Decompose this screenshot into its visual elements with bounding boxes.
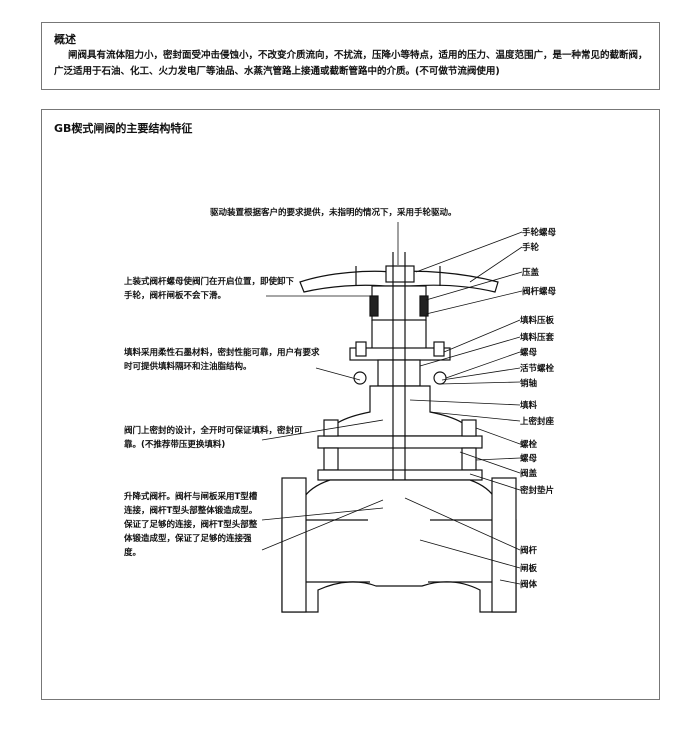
- part-label: 手轮螺母: [522, 228, 557, 238]
- part-label: 填料压套: [520, 333, 555, 343]
- part-label: 上密封座: [520, 417, 555, 427]
- note-stem: 升降式阀杆。阀杆与闸板采用T型槽连接，阀杆T型头部整体锻造成型。保证了足够的连接…: [124, 492, 258, 558]
- structure-box: GB楔式闸阀的主要结构特征: [41, 109, 660, 700]
- yoke: [359, 320, 441, 353]
- note-packing: 填料采用柔性石墨材料，密封性能可靠，用户有要求时可提供填料隔环和注油脂结构。: [124, 348, 320, 372]
- part-label: 闸板: [520, 564, 538, 574]
- right-flange: [491, 477, 517, 613]
- part-label: 阀杆: [520, 546, 538, 556]
- part-label: 螺栓: [520, 440, 538, 450]
- bonnet: [325, 385, 475, 437]
- part-label: 螺母: [520, 348, 538, 358]
- part-label: 压盖: [522, 268, 540, 278]
- part-label: 填料: [520, 401, 538, 411]
- part-label: 阀盖: [520, 469, 538, 479]
- note-stem-nut: 上装式阀杆螺母使阀门在开启位置，即使卸下手轮，阀杆闸板不会下滑。: [124, 277, 295, 301]
- part-label: 销轴: [520, 379, 538, 389]
- section-title: GB楔式闸阀的主要结构特征: [54, 122, 193, 135]
- part-label: 密封垫片: [520, 486, 555, 496]
- overview-box: 概述 闸阀具有流体阻力小，密封面受冲击侵蚀小，不改变介质流向，不扰流，压降小等特…: [41, 22, 660, 90]
- part-label: 手轮: [522, 243, 540, 253]
- leader-lines: [261, 222, 523, 585]
- part-label: 阀体: [520, 580, 538, 590]
- part-label: 螺母: [520, 454, 538, 464]
- stem-nut: [371, 285, 427, 321]
- part-label: 活节螺栓: [520, 364, 555, 374]
- left-flange: [281, 477, 307, 613]
- part-label: 阀杆螺母: [522, 287, 557, 297]
- handwheel-nut: [385, 265, 415, 283]
- overview-title: 概述: [54, 33, 76, 46]
- bonnet-flange: [317, 435, 483, 449]
- overview-text: 闸阀具有流体阻力小，密封面受冲击侵蚀小，不改变介质流向，不扰流，压降小等特点，适…: [54, 50, 648, 77]
- note-drive: 驱动装置根据客户的要求提供，未指明的情况下，采用手轮驱动。: [210, 208, 457, 218]
- part-label: 填料压板: [520, 316, 555, 326]
- valve-body: [281, 479, 517, 613]
- note-backseat: 阀门上密封的设计，全开时可保证填料，密封可靠。(不推荐带压更换填料): [124, 426, 303, 450]
